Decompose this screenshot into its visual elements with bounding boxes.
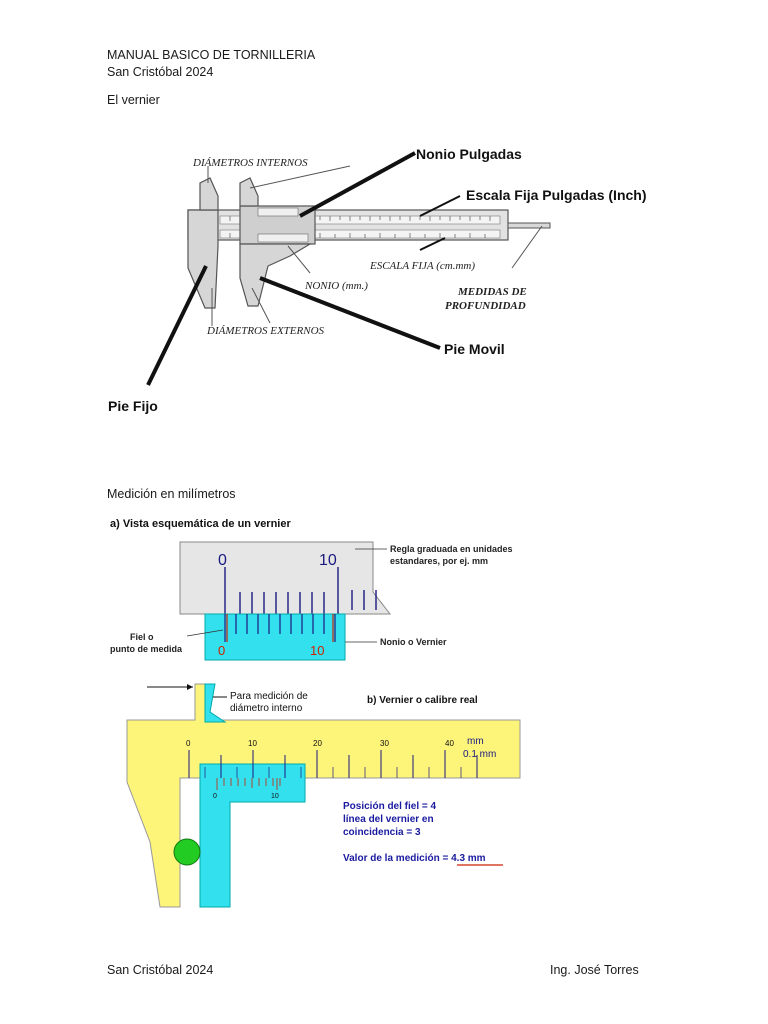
title-b: b) Vernier o calibre real xyxy=(367,695,478,706)
section-heading-medicion: Medición en milímetros xyxy=(107,487,236,501)
result-label: Valor de la medición = xyxy=(343,853,451,864)
fiel-label-1: Fiel o xyxy=(130,632,154,642)
caliper-yellow-body xyxy=(126,683,521,908)
vernier-10: 10 xyxy=(271,793,279,800)
label-external-diameters: DIÁMETROS EXTERNOS xyxy=(206,325,325,337)
label-fixed-scale-inches: Escala Fija Pulgadas (Inch) xyxy=(466,187,647,203)
nonio-note: Nonio o Vernier xyxy=(380,637,447,647)
vernier-0: 0 xyxy=(213,793,217,800)
footer-left: San Cristóbal 2024 xyxy=(107,963,214,977)
result-value: 4.3 mm xyxy=(451,853,486,864)
nonio-scale xyxy=(204,613,346,661)
document-subtitle: San Cristóbal 2024 xyxy=(107,65,214,79)
ruler-top-10: 10 xyxy=(319,552,337,569)
measured-ball xyxy=(173,838,201,866)
section-heading-vernier: El vernier xyxy=(107,93,160,107)
movable-jaw-shape xyxy=(239,243,313,307)
label-fixed-scale-cm: ESCALA FIJA (cm.mm) xyxy=(369,260,475,272)
ruler-note-2: estandares, por ej. mm xyxy=(390,556,488,566)
position-note-1: Posición del fiel = 4 xyxy=(343,801,437,812)
position-note-2: línea del vernier en xyxy=(343,814,434,825)
position-note-3: coincidencia = 3 xyxy=(343,827,421,838)
internal-note-2: diámetro interno xyxy=(230,703,303,714)
unit-resolution: 0.1 mm xyxy=(463,749,496,760)
vernier-measurement-diagram: a) Vista esquemática de un vernier 0 10 xyxy=(110,518,521,908)
label-pie-movil: Pie Movil xyxy=(444,341,505,357)
main-40: 40 xyxy=(445,739,454,748)
label-nonio-mm: NONIO (mm.) xyxy=(304,280,368,292)
depth-rod xyxy=(507,222,551,229)
title-a: a) Vista esquemática de un vernier xyxy=(110,518,291,530)
unit-mm: mm xyxy=(467,736,484,747)
main-10: 10 xyxy=(248,739,257,748)
svg-text:Valor de la medición = 4.3 mm: Valor de la medición = 4.3 mm xyxy=(343,853,486,864)
label-pie-fijo: Pie Fijo xyxy=(108,398,158,414)
nonio-bottom-0: 0 xyxy=(218,643,225,658)
vernier-diagram: DIÁMETROS INTERNOS Nonio Pulgadas Escala… xyxy=(108,146,647,414)
caliper-cyan-slider xyxy=(204,683,227,723)
label-internal-diameters: DIÁMETROS INTERNOS xyxy=(192,157,308,169)
ruler-top-0: 0 xyxy=(218,552,227,569)
footer-right: Ing. José Torres xyxy=(550,963,639,977)
graduated-ruler xyxy=(179,541,392,615)
nonio-bottom-10: 10 xyxy=(310,643,324,658)
label-nonio-pulgadas: Nonio Pulgadas xyxy=(416,146,522,162)
ruler-note-1: Regla graduada en unidades xyxy=(390,544,513,554)
internal-note-1: Para medición de xyxy=(230,691,308,702)
main-30: 30 xyxy=(380,739,389,748)
label-depth-2: PROFUNDIDAD xyxy=(445,300,526,312)
fiel-label-2: punto de medida xyxy=(110,644,183,654)
main-0: 0 xyxy=(186,739,191,748)
main-20: 20 xyxy=(313,739,322,748)
label-depth-1: MEDIDAS DE xyxy=(457,286,527,298)
document-title: MANUAL BASICO DE TORNILLERIA xyxy=(107,48,316,62)
